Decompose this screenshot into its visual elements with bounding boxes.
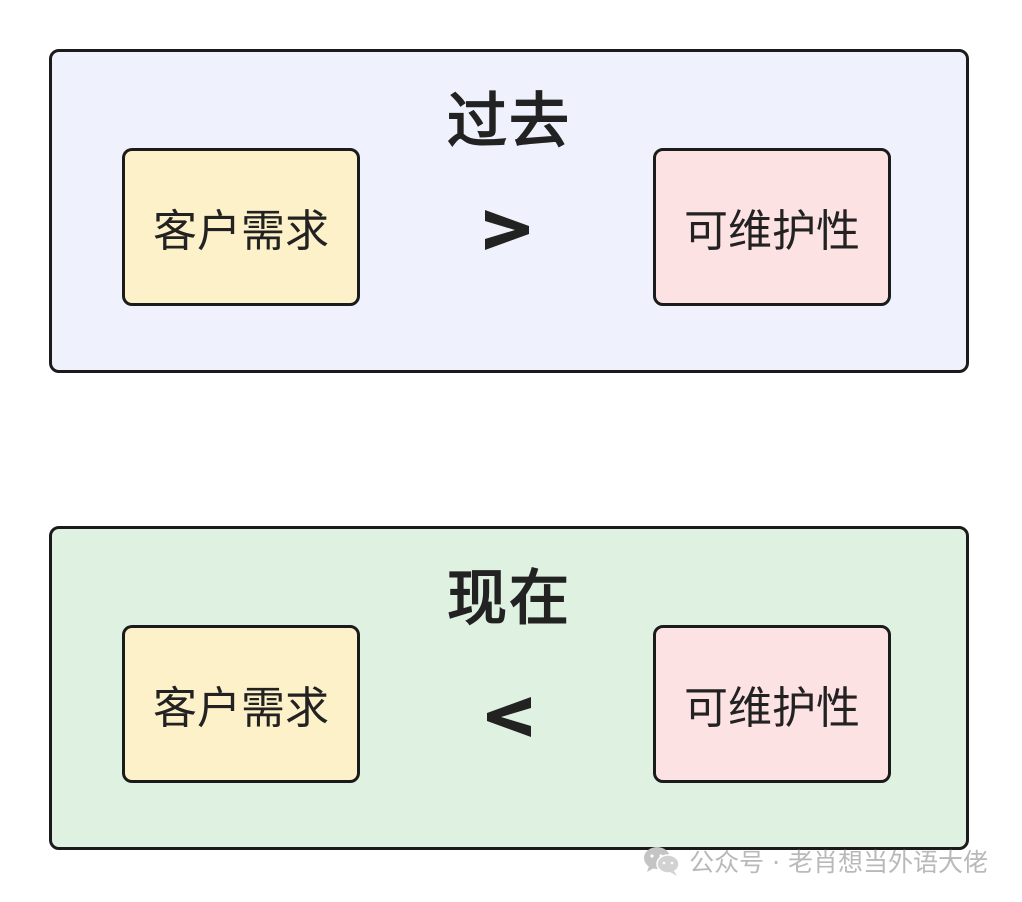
panel-title-now: 现在 xyxy=(447,564,571,634)
maintainability-box: 可维护性 xyxy=(653,148,891,306)
panel-title-past: 过去 xyxy=(447,87,571,157)
wechat-icon xyxy=(644,847,680,876)
customer-requirements-box: 客户需求 xyxy=(122,625,360,783)
watermark: 公众号 · 老肖想当外语大佬 xyxy=(643,841,988,881)
customer-requirements-label: 客户需求 xyxy=(153,683,329,734)
watermark-text: 公众号 · 老肖想当外语大佬 xyxy=(689,848,988,877)
customer-requirements-label: 客户需求 xyxy=(153,206,329,257)
greater-than-icon xyxy=(485,210,529,250)
maintainability-label: 可维护性 xyxy=(684,683,860,734)
greater-than-operator: > xyxy=(462,182,554,278)
customer-requirements-box: 客户需求 xyxy=(122,148,360,306)
maintainability-label: 可维护性 xyxy=(684,206,860,257)
past-panel: 过去 客户需求 > 可维护性 xyxy=(49,49,969,373)
maintainability-box: 可维护性 xyxy=(653,625,891,783)
now-panel: 现在 客户需求 < 可维护性 xyxy=(49,526,969,850)
less-than-operator: < xyxy=(462,669,554,765)
less-than-icon xyxy=(487,697,531,737)
